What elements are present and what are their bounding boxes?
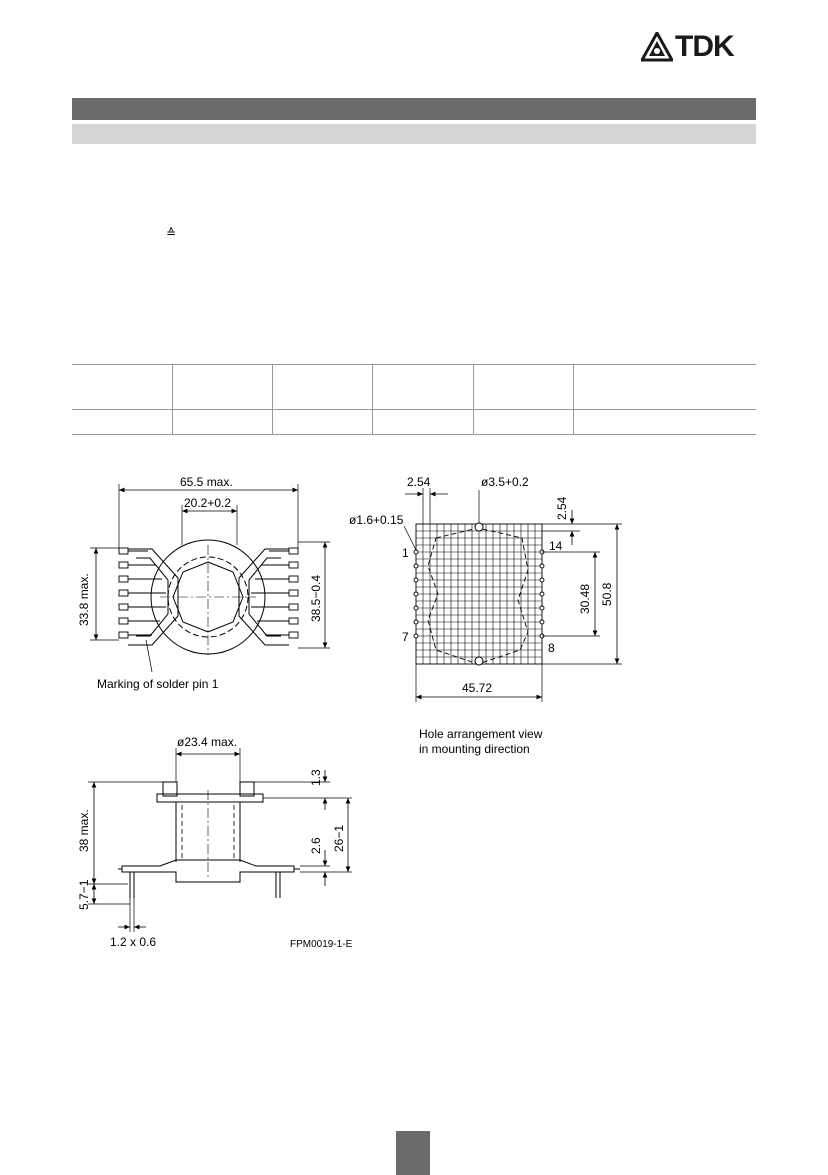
side-height-label: 38 max. [77,809,91,852]
pin-8-label: 8 [548,641,555,655]
dim-left-height-label: 33.8 max. [77,573,91,626]
dim-26-label: 2.6 [309,837,323,854]
equivalence-symbol: ≙ [166,226,177,240]
table-cell [472,364,574,410]
height-508-label: 50.8 [600,582,614,606]
pin-size-label: 1.2 x 0.6 [110,935,156,949]
tdk-logo: TDK [639,29,759,63]
hole-grid [403,488,622,702]
pin-7-label: 7 [402,630,409,644]
pitch-label: 2.54 [407,475,431,489]
table-cell [72,409,173,435]
tdk-logo-icon [639,29,675,62]
table-cell [272,409,373,435]
page-number-tab [396,1131,430,1175]
table-cell [573,364,756,410]
header-bar-dark [72,98,756,120]
table-header-row [72,364,756,410]
small-hole-label: ø1.6+0.15 [349,513,404,527]
dim-center-label: 20.2+0.2 [184,496,231,510]
dim-13-label: 1.3 [309,769,323,786]
technical-drawing: 65.5 max. 20.2+0.2 33.8 max. 38.5−0.4 Ma… [77,475,622,950]
table-cell [372,364,474,410]
table-cell [72,364,173,410]
big-hole-label: ø3.5+0.2 [481,475,529,489]
pin-1-label: 1 [402,546,409,560]
pin-14-label: 14 [549,539,563,553]
dim-261-label: 26−1 [332,825,346,852]
height-3048-label: 30.48 [578,584,592,614]
width-4572-label: 45.72 [462,681,492,695]
specification-table [72,364,756,435]
marking-label: Marking of solder pin 1 [97,677,219,691]
table-row [72,409,756,435]
table-cell [372,409,474,435]
figure-code: FPM0019-1-E [290,939,353,950]
tdk-logo-text: TDK [675,30,735,63]
top-pitch-label: 2.54 [555,496,569,520]
diameter-label: ø23.4 max. [177,735,237,749]
table-cell [171,409,273,435]
dim-57-label: 5.7−1 [77,879,91,910]
table-cell [472,409,574,435]
table-cell [171,364,273,410]
header-bar-light [72,124,756,144]
dim-right-height-label: 38.5−0.4 [309,575,323,622]
table-cell [272,364,373,410]
dim-width-label: 65.5 max. [180,475,233,489]
caption-line-1: Hole arrangement view [419,727,543,741]
caption-line-2: in mounting direction [419,742,530,756]
side-view [88,748,352,932]
table-cell [573,409,756,435]
top-view [90,484,330,673]
